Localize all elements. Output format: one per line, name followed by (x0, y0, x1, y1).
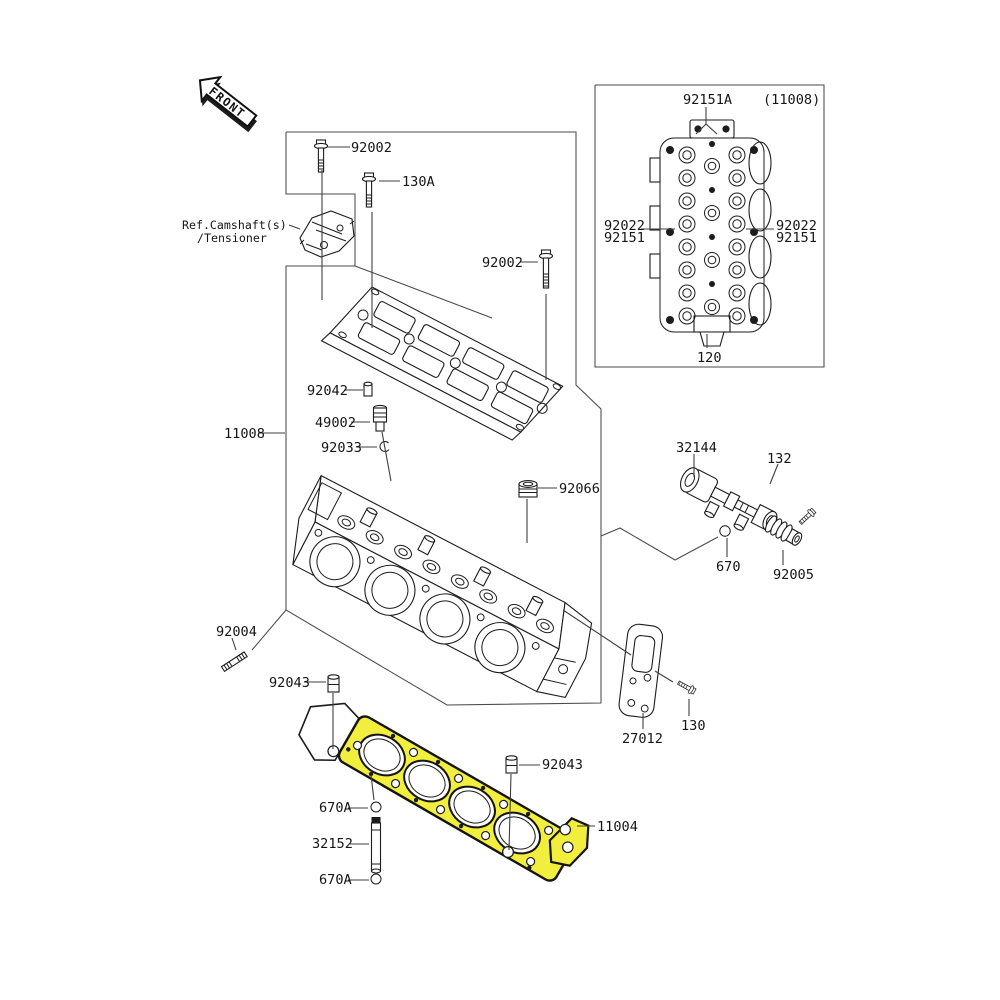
leader-line (288, 224, 301, 230)
leader-line (508, 773, 512, 851)
label-92002-top: 92002 (351, 140, 392, 156)
dowel-92043-right-icon (505, 755, 518, 774)
outline-head-topview-box (594, 84, 825, 368)
guide-49002-icon (372, 404, 388, 432)
outline-bracket-pointer (354, 265, 493, 319)
leader-line (705, 123, 718, 135)
outline-stud-pointer (251, 609, 287, 651)
label-11004: 11004 (597, 819, 638, 835)
leader-line (370, 774, 375, 801)
bolt-130a-icon (361, 172, 377, 208)
cap-92066-icon (518, 480, 538, 498)
label-92151-right: 92151 (776, 230, 817, 246)
label-49002: 49002 (315, 415, 356, 431)
leader-line (654, 670, 674, 683)
outline-main-group-box (285, 131, 602, 706)
label-92005: 92005 (773, 567, 814, 583)
label-27012: 27012 (622, 731, 663, 747)
sleeve-32152-icon (370, 817, 382, 874)
label-130a: 130A (402, 174, 435, 190)
o-ring-670a-top-icon (370, 801, 382, 813)
label-92043-right: 92043 (542, 757, 583, 773)
bolt-132-icon (798, 507, 817, 525)
label-92022-right: 92022 (776, 218, 817, 234)
dowel-92043-left-icon (327, 674, 340, 693)
head-topview-11008-icon (649, 119, 772, 347)
label-11008: 11008 (224, 426, 265, 442)
callout-leader-lines (231, 107, 784, 881)
camshaft-tensioner-bracket-icon (299, 210, 355, 258)
leader-line (562, 609, 632, 656)
label-92033: 92033 (321, 440, 362, 456)
bolt-92002-top-icon (313, 139, 329, 173)
label-92151a: 92151A (683, 92, 733, 108)
pin-92042-icon (363, 381, 373, 397)
label-ref-camshaft: Ref.Camshaft(s) (182, 218, 287, 232)
label-132: 132 (767, 451, 792, 467)
cylinder-head-icon (292, 474, 593, 699)
label-92151-left: 92151 (604, 230, 645, 246)
leader-line (231, 637, 237, 651)
bracket-27012-icon (618, 623, 664, 718)
o-ring-670a-bottom-icon (370, 873, 382, 885)
label-tensioner: /Tensioner (197, 231, 267, 245)
label-120: 120 (697, 350, 722, 366)
bolt-92002-mid-icon (538, 249, 554, 289)
gasket-dowel-hole-icon (501, 845, 515, 859)
label-92043-left: 92043 (269, 675, 310, 691)
label-670a-bottom: 670A (319, 872, 352, 888)
front-arrow-icon: FRONT (198, 75, 258, 133)
label-130: 130 (681, 718, 706, 734)
head-gasket-11004-icon (298, 702, 590, 882)
label-670a-top: 670A (319, 800, 352, 816)
leader-line (381, 431, 392, 482)
o-ring-670-icon (719, 525, 731, 537)
label-11008-paren: (11008) (763, 92, 821, 108)
label-92022-left: 92022 (604, 218, 645, 234)
bolt-130-icon (677, 680, 697, 695)
group-outline-boxes (251, 84, 825, 706)
fitting-92005-icon (764, 515, 803, 546)
label-92002-mid: 92002 (482, 255, 523, 271)
oil-pipe-32144-icon (679, 467, 778, 531)
leader-line (769, 463, 779, 485)
stud-92004-icon (220, 651, 248, 673)
label-92066: 92066 (559, 481, 600, 497)
label-92042: 92042 (307, 383, 348, 399)
outline-fitting-connector (600, 527, 719, 561)
parts-illustrations: FRONT (198, 75, 817, 885)
label-92004: 92004 (216, 624, 257, 640)
circlip-92033-icon (379, 441, 390, 453)
label-32144: 32144 (676, 440, 717, 456)
label-670: 670 (716, 559, 741, 575)
leader-line (695, 123, 707, 135)
camshaft-holder-icon (320, 286, 564, 441)
label-32152: 32152 (312, 836, 353, 852)
